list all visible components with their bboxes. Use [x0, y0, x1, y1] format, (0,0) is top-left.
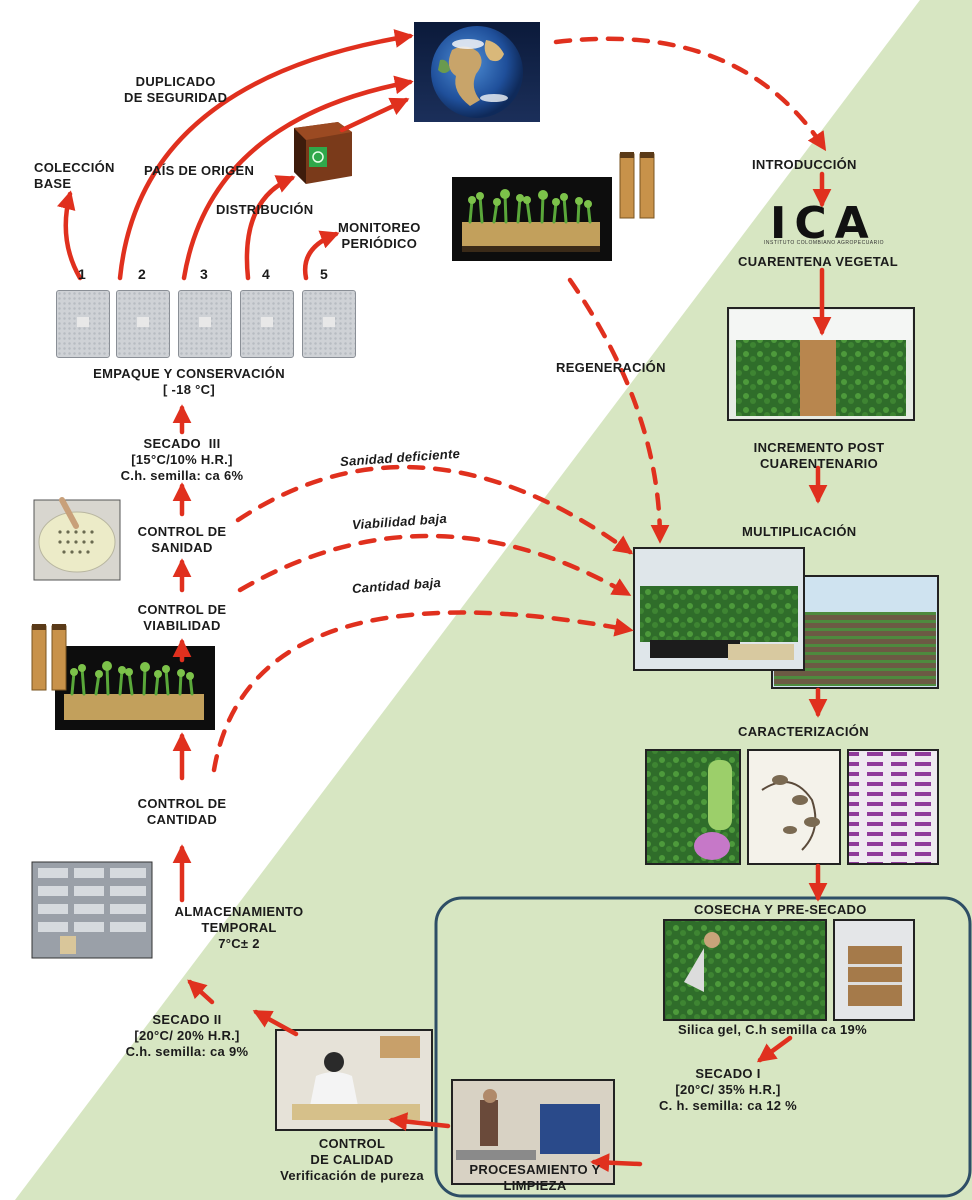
earth-image	[414, 22, 540, 122]
bag-number-5: 5	[320, 266, 328, 282]
label-secado-iii: SECADO III [15°C/10% H.R.] C.h. semilla:…	[120, 436, 244, 483]
label-duplicado-seguridad: DUPLICADO DE SEGURIDAD	[124, 74, 228, 105]
harvest-photo	[663, 919, 827, 1021]
label-cosecha-presecado: COSECHA Y PRE-SECADO	[694, 902, 867, 917]
ica-logo-subtitle: INSTITUTO COLOMBIANO AGROPECUARIO	[764, 240, 885, 246]
label-monitoreo: MONITOREO PERIÓDICO	[338, 220, 421, 251]
arrow-box-earth	[339, 97, 410, 133]
label-silica-gel: Silica gel, C.h semilla ca 19%	[678, 1022, 867, 1037]
label-pais-origen: PAÍS DE ORIGEN	[144, 163, 255, 178]
bag-number-3: 3	[200, 266, 208, 282]
arrow-sanidad-deficiente	[235, 464, 634, 555]
arrow-bag1-coleccion	[57, 190, 83, 281]
regeneration-tray-photo	[452, 177, 612, 261]
label-control-calidad: CONTROL DE CALIDAD Verificación de purez…	[280, 1136, 424, 1183]
arrow-cantidad-baja	[211, 610, 634, 773]
label-almacenamiento-temporal: ALMACENAMIENTO TEMPORAL 7°C± 2	[174, 904, 304, 951]
label-caracterizacion: CARACTERIZACIÓN	[738, 724, 869, 739]
label-introduccion: INTRODUCCIÓN	[752, 157, 857, 172]
arrow-viabilidad-baja	[237, 533, 632, 597]
green-background	[15, 0, 972, 1200]
dryer-cabinet-photo	[833, 919, 915, 1021]
seed-bag-3	[178, 290, 232, 358]
label-distribucion: DISTRIBUCIÓN	[216, 202, 314, 217]
seed-bag-2	[116, 290, 170, 358]
label-empaque-conservacion: EMPAQUE Y CONSERVACIÓN [ -18 °C]	[93, 366, 285, 397]
seed-bag-5	[302, 290, 356, 358]
label-multiplicacion: MULTIPLICACIÓN	[742, 524, 857, 539]
bag-number-2: 2	[138, 266, 146, 282]
bag-number-4: 4	[262, 266, 270, 282]
arrow-bag3-earth	[181, 75, 414, 281]
bag-number-1: 1	[78, 266, 86, 282]
label-control-cantidad: CONTROL DE CANTIDAD	[137, 796, 227, 827]
label-secado-i: SECADO I [20°C/ 35% H.R.] C. h. semilla:…	[658, 1066, 798, 1113]
arrow-bag2-earth	[117, 29, 414, 281]
arrow-earth-introduccion	[553, 36, 827, 152]
arrow-calidad-secadoii	[252, 1009, 299, 1037]
seed-bag-4	[240, 290, 294, 358]
label-secado-ii: SECADO II [20°C/ 20% H.R.] C.h. semilla:…	[125, 1012, 249, 1059]
arrow-silica-secadoi	[756, 1035, 793, 1063]
label-coleccion-base: COLECCIÓN BASE	[34, 160, 115, 191]
seed-sticks-left	[31, 624, 67, 691]
herbarium-photo	[747, 749, 841, 865]
arrow-secadoi-procesamiento	[590, 1153, 643, 1173]
arrow-tray-regeneracion	[567, 277, 670, 544]
label-cuarentena-vegetal: CUARENTENA VEGETAL	[738, 254, 898, 269]
arrow-bag5-monitoreo	[302, 230, 340, 281]
arrow-secadoii-almacenamiento	[187, 979, 215, 1005]
label-incremento-post: INCREMENTO POST CUARENTENARIO	[753, 440, 885, 471]
label-control-viabilidad: CONTROL DE VIABILIDAD	[137, 602, 227, 633]
seed-bag-1	[56, 290, 110, 358]
seed-sticks-top	[619, 152, 655, 219]
label-regeneracion: REGENERACIÓN	[556, 360, 666, 375]
label-control-sanidad: CONTROL DE SANIDAD	[137, 524, 227, 555]
label-procesamiento-limpieza: PROCESAMIENTO Y LIMPIEZA	[469, 1162, 601, 1193]
plant-photo	[645, 749, 741, 865]
electrophoresis-gel-photo	[847, 749, 939, 865]
processing-photo	[451, 1079, 615, 1185]
storage-shelves-photo	[31, 861, 153, 959]
sanity-petri-photo	[33, 497, 121, 581]
arrow-procesamiento-calidad	[388, 1112, 451, 1132]
multiplication-greenhouse-photo	[633, 547, 805, 671]
quality-control-photo	[275, 1029, 433, 1131]
processing-box	[434, 896, 972, 1198]
arrow-bag4-box	[244, 175, 296, 281]
viability-tray-photo	[55, 646, 215, 730]
distribution-box-image	[294, 122, 352, 184]
ica-logo: ICA	[770, 198, 877, 249]
